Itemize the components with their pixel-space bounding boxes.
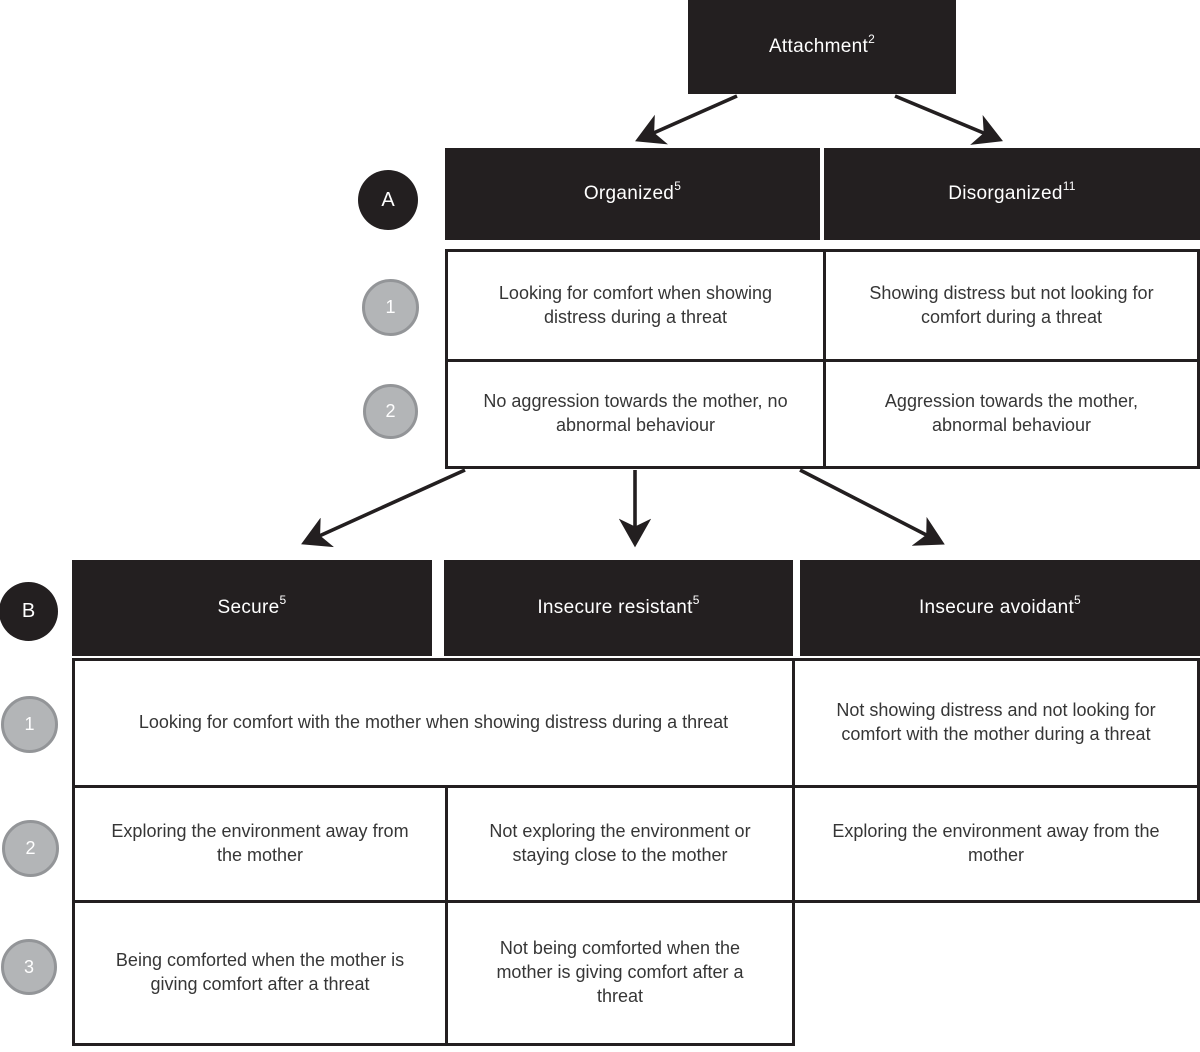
section-a-row1-marker-label: 1 — [385, 297, 396, 317]
table-b-cell-r2-avoidant: Exploring the environment away from the … — [792, 788, 1197, 900]
section-b-marker: B — [0, 582, 58, 641]
header-organized-label: Organized5 — [583, 178, 682, 204]
header-disorganized-superscript: 11 — [1062, 178, 1076, 193]
arrow-organized-to-avoidant — [799, 468, 945, 546]
section-a-row1-marker: 1 — [362, 279, 419, 336]
table-a-cell-r2-organized: No aggression towards the mother, no abn… — [483, 391, 788, 435]
table-a-row-2: No aggression towards the mother, no abn… — [445, 359, 1200, 469]
header-organized-superscript: 5 — [674, 178, 682, 193]
header-disorganized: Disorganized11 — [824, 148, 1200, 240]
section-b-row2-marker-label: 2 — [25, 838, 36, 858]
table-b-cell-r2-secure: Exploring the environment away from the … — [111, 821, 409, 865]
header-insecure-resistant-superscript: 5 — [692, 592, 700, 607]
section-a-row2-marker: 2 — [363, 384, 418, 439]
table-a-row-1: Looking for comfort when showing distres… — [445, 249, 1200, 362]
header-insecure-avoidant: Insecure avoidant5 — [800, 560, 1200, 656]
header-insecure-avoidant-label: Insecure avoidant5 — [918, 592, 1082, 618]
table-b-cell-r1-avoidant: Not showing distress and not looking for… — [792, 661, 1197, 785]
header-secure: Secure5 — [72, 560, 432, 656]
header-insecure-resistant-label: Insecure resistant5 — [537, 592, 700, 618]
table-a-cell-r1-disorganized: Showing distress but not looking for com… — [823, 252, 1197, 359]
header-secure-label: Secure5 — [217, 592, 287, 618]
header-insecure-resistant: Insecure resistant5 — [444, 560, 793, 656]
section-b-row2-marker: 2 — [2, 820, 59, 877]
section-b-marker-label: B — [21, 600, 36, 622]
root-node-label: Attachment2 — [768, 31, 876, 57]
section-b-row1-marker: 1 — [1, 696, 58, 753]
root-node-superscript: 2 — [868, 31, 876, 46]
section-b-row3-marker-label: 3 — [23, 956, 34, 977]
header-organized: Organized5 — [445, 148, 820, 240]
section-b-row1-marker-label: 1 — [24, 714, 35, 734]
header-secure-superscript: 5 — [279, 592, 287, 607]
arrow-organized-to-secure — [301, 468, 466, 548]
table-a-cell-r2-disorganized: Aggression towards the mother, abnormal … — [823, 362, 1197, 466]
section-b-row3-marker: 3 — [1, 939, 57, 995]
header-insecure-avoidant-superscript: 5 — [1074, 592, 1082, 607]
table-b-cell-r3-secure: Being comforted when the mother is givin… — [115, 950, 405, 994]
table-b-row-2: Exploring the environment away from the … — [72, 785, 1200, 903]
section-a-row2-marker-label: 2 — [385, 401, 396, 421]
table-b-cell-r1-merged: Looking for comfort with the mother when… — [138, 712, 729, 733]
header-disorganized-label: Disorganized11 — [948, 178, 1076, 204]
table-a-cell-r1-organized: Looking for comfort when showing distres… — [498, 282, 773, 327]
arrow-root-to-disorganized — [894, 94, 1003, 145]
table-b-row-3: Being comforted when the mother is givin… — [72, 900, 795, 1046]
section-a-marker-label: A — [381, 188, 395, 211]
table-b-row-1: Looking for comfort with the mother when… — [72, 658, 1200, 788]
table-b-cell-r2-resistant: Not exploring the environment or staying… — [445, 788, 792, 900]
section-a-marker: A — [358, 170, 418, 230]
table-b-cell-r3-resistant: Not being comforted when the mother is g… — [445, 903, 792, 1043]
arrow-root-to-organized — [635, 94, 738, 145]
root-node-attachment: Attachment2 — [688, 0, 956, 94]
